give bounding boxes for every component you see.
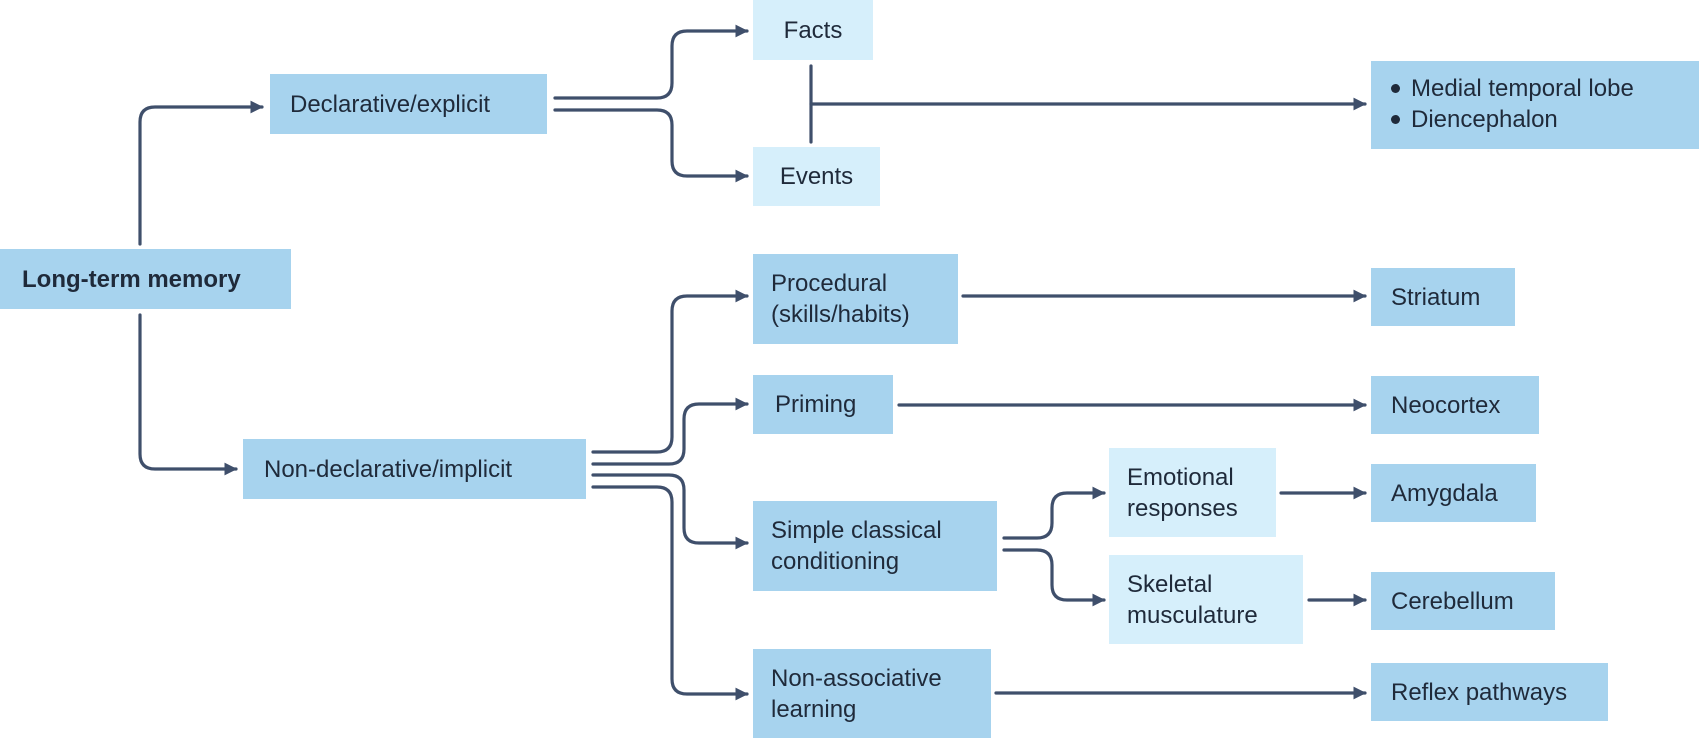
arrow-declarative-to-facts	[553, 24, 749, 100]
region-declarative: Medial temporal lobe Diencephalon	[1371, 61, 1699, 149]
region-striatum: Striatum	[1371, 268, 1515, 326]
arrow-nondeclarative-to-conditioning	[591, 473, 749, 550]
arrow-root-to-nondeclarative	[138, 313, 238, 476]
arrow-conditioning-to-skeletal	[1002, 548, 1106, 607]
region-reflex-pathways: Reflex pathways	[1371, 663, 1608, 721]
node-events: Events	[753, 147, 880, 206]
bullet-dot-icon	[1391, 115, 1400, 124]
region-bullet-item: Medial temporal lobe	[1391, 73, 1699, 104]
region-medial-temporal-lobe: Medial temporal lobe	[1411, 75, 1634, 102]
node-non-associative-learning: Non-associative learning	[753, 649, 991, 738]
arrow-conditioning-to-emotional	[1002, 486, 1106, 540]
arrow-root-to-declarative	[138, 100, 264, 246]
node-non-declarative: Non-declarative/implicit	[243, 439, 586, 499]
region-cerebellum: Cerebellum	[1371, 572, 1555, 630]
node-procedural: Procedural (skills/habits)	[753, 254, 958, 344]
node-declarative: Declarative/explicit	[270, 74, 547, 134]
arrow-nondeclarative-to-nonassociative	[591, 485, 749, 701]
node-simple-classical-conditioning: Simple classical conditioning	[753, 501, 997, 591]
node-priming: Priming	[753, 375, 893, 434]
node-emotional-responses: Emotional responses	[1109, 448, 1276, 537]
node-long-term-memory: Long-term memory	[0, 249, 291, 309]
arrow-nondeclarative-to-procedural	[591, 289, 749, 454]
region-amygdala: Amygdala	[1371, 464, 1536, 522]
region-diencephalon: Diencephalon	[1411, 106, 1558, 133]
arrow-nondeclarative-to-priming	[591, 397, 749, 466]
bullet-dot-icon	[1391, 84, 1400, 93]
region-bullet-item: Diencephalon	[1391, 104, 1699, 135]
node-facts: Facts	[753, 0, 873, 60]
arrow-declarative-to-events	[553, 108, 749, 183]
node-skeletal-musculature: Skeletal musculature	[1109, 555, 1303, 644]
region-neocortex: Neocortex	[1371, 376, 1539, 434]
